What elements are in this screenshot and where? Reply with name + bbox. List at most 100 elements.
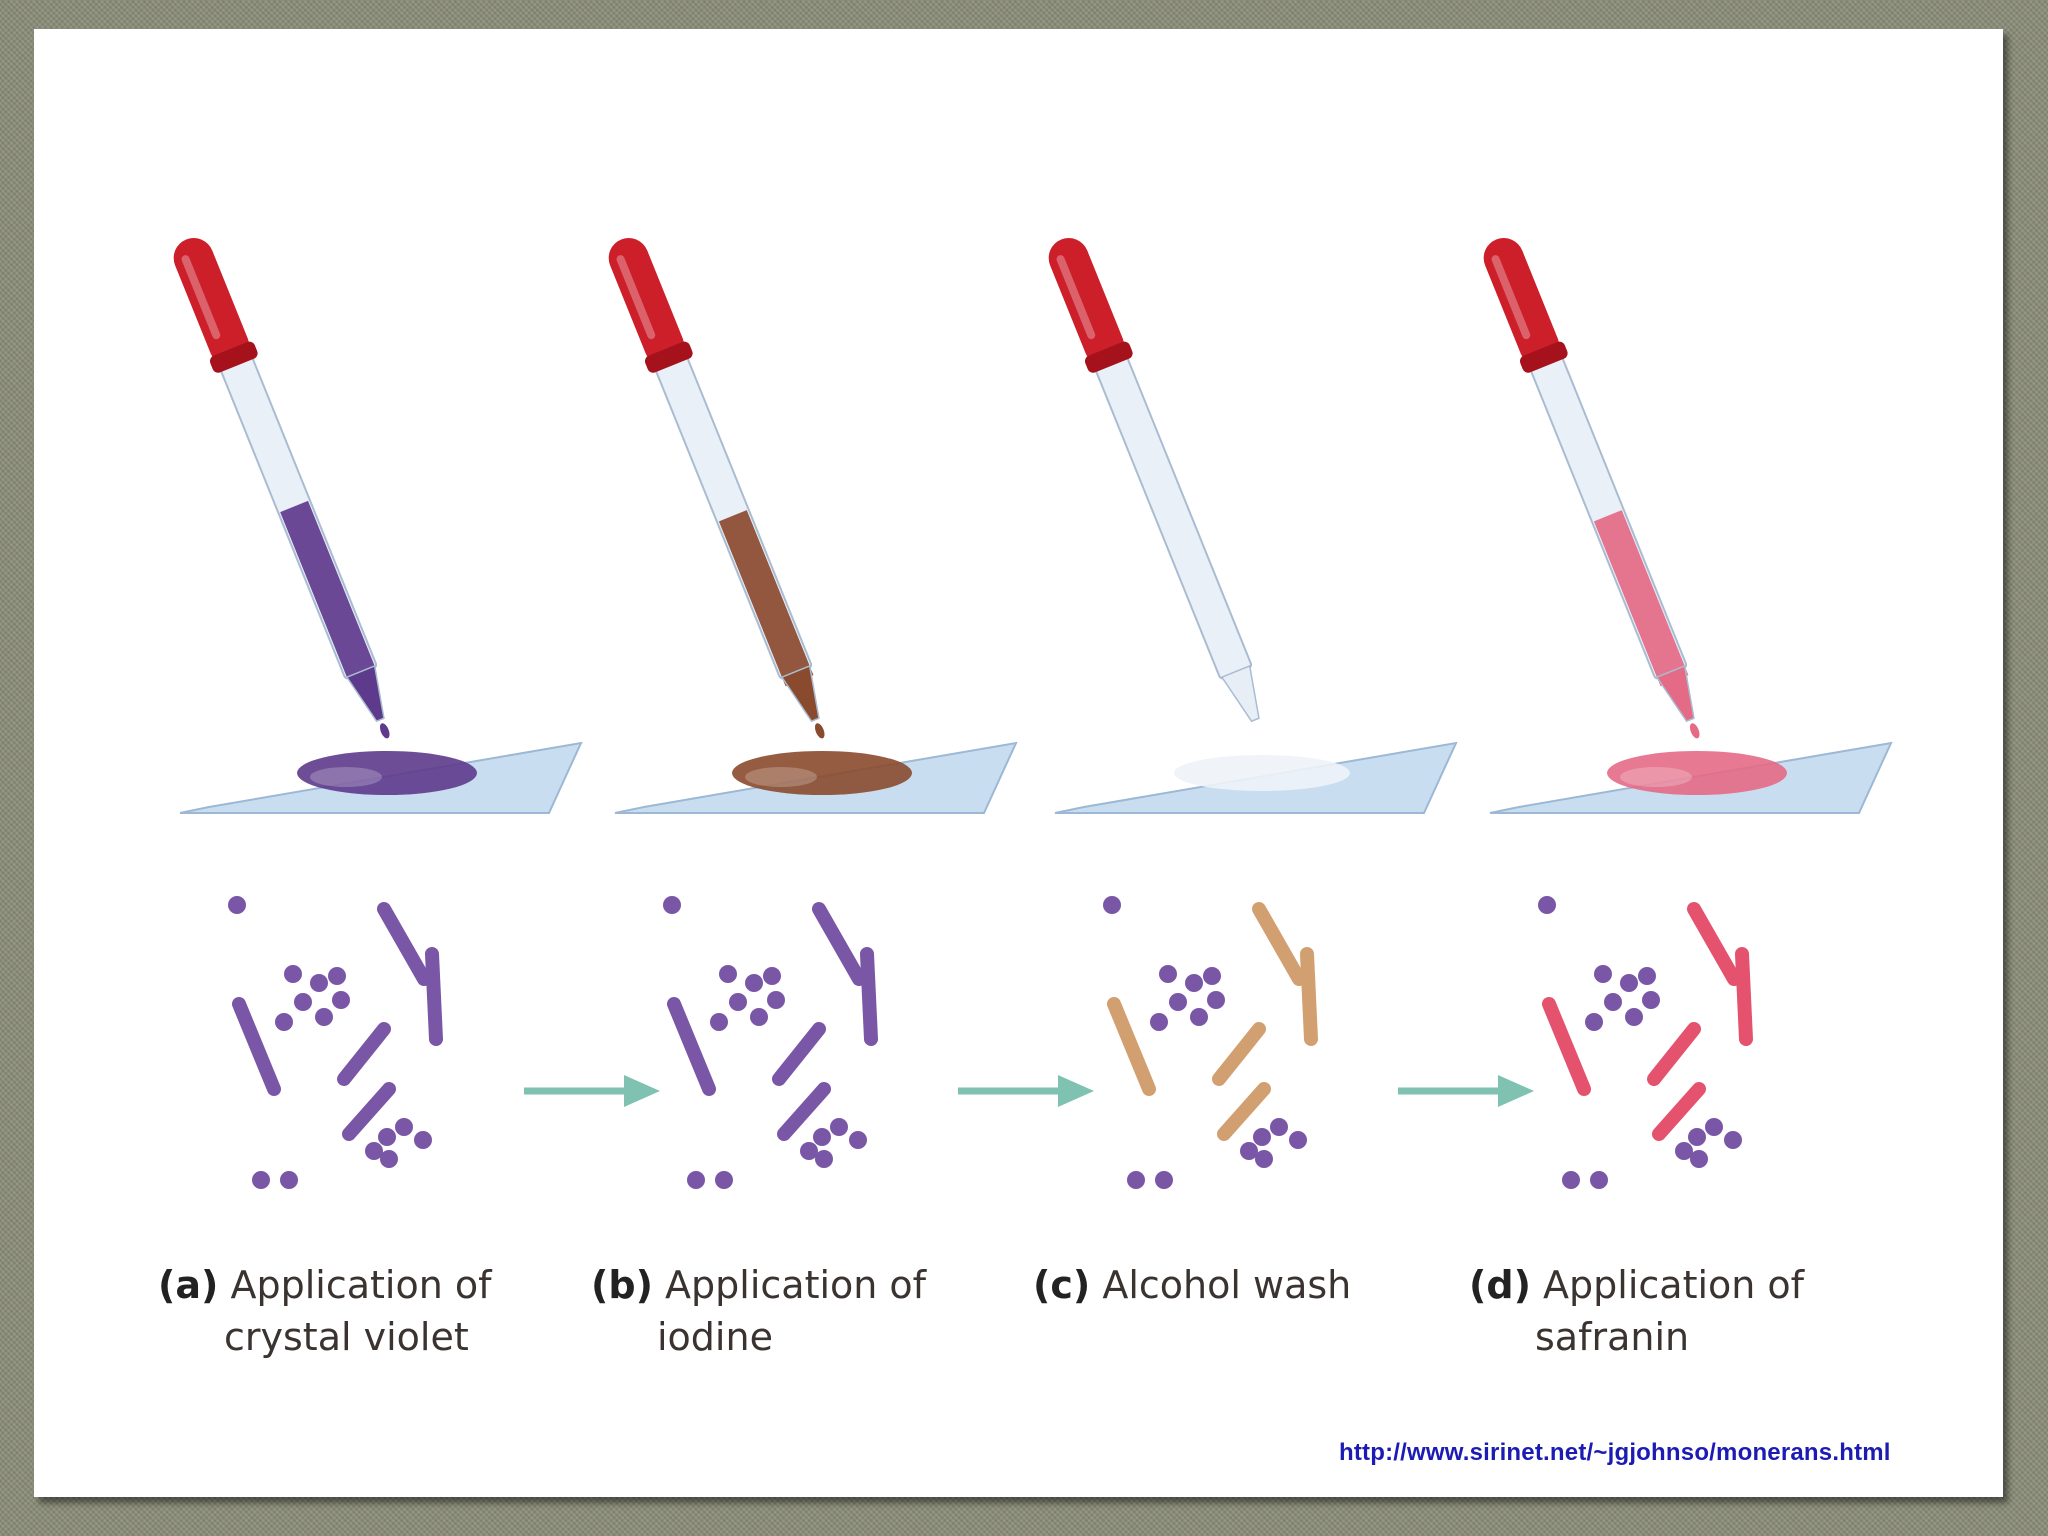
caption-step-c: (c) Alcohol wash [1033,1259,1413,1311]
coccus-bacterium [284,965,302,983]
dropper [1483,237,1700,739]
rod-bacterium [1212,1022,1266,1086]
coccus-bacterium [280,1171,298,1189]
coccus-bacterium [1103,896,1121,914]
stain-highlight [1620,767,1692,787]
bulb-highlight [616,255,656,340]
stain-highlight [745,767,817,787]
stain-drop [1689,723,1700,739]
coccus-bacterium [294,993,312,1011]
bulb-highlight [1056,255,1096,340]
rod-bacterium [1652,1082,1706,1141]
rod-bacterium [425,947,443,1046]
rod-bacterium [1542,997,1591,1096]
dropper-bulb-collar [209,341,258,373]
coccus-bacterium [1625,1008,1643,1026]
coccus-bacterium [1604,993,1622,1011]
coccus-bacterium [710,1013,728,1031]
dropper-bulb [1048,237,1125,367]
rod-bacterium [1107,997,1156,1096]
dropper [608,237,825,739]
coccus-bacterium [830,1118,848,1136]
coccus-bacterium [1705,1118,1723,1136]
caption-letter: (a) [158,1263,219,1307]
dropper-bulb [173,237,250,367]
caption-step-d: (d) Application of safranin [1469,1259,1849,1363]
coccus-bacterium [1190,1008,1208,1026]
coccus-bacterium [1253,1128,1271,1146]
caption-text: Application of [1543,1263,1805,1307]
coccus-bacterium [1289,1131,1307,1149]
dropper-bulb [1483,237,1560,367]
source-link[interactable]: http://www.sirinet.net/~jgjohnso/moneran… [1339,1439,1891,1466]
wash-puddle [1174,755,1350,791]
coccus-bacterium [849,1131,867,1149]
gram-stain-illustration [173,237,1893,1189]
dropper-bulb-collar [1084,341,1133,373]
caption-text-line2: crystal violet [224,1315,469,1359]
coccus-bacterium [332,991,350,1009]
rod-bacterium [1217,1082,1271,1141]
rod-bacterium [777,1082,831,1141]
coccus-bacterium [1270,1118,1288,1136]
dropper [1048,237,1260,723]
dropper-bulb [608,237,685,367]
coccus-bacterium [328,967,346,985]
stain-drop [379,723,390,739]
stain-puddle [732,751,912,795]
coccus-bacterium [1155,1171,1173,1189]
coccus-bacterium [729,993,747,1011]
coccus-bacterium [1724,1131,1742,1149]
rod-bacterium [1300,947,1318,1046]
step-arrow [1398,1075,1534,1107]
coccus-bacterium [1594,965,1612,983]
stain-puddle [1607,751,1787,795]
coccus-bacterium [252,1171,270,1189]
caption-text: Alcohol wash [1102,1263,1352,1307]
rod-bacterium [337,1022,391,1086]
bulb-highlight [1491,255,1531,340]
caption-text: Application of [665,1263,927,1307]
coccus-bacterium [687,1171,705,1189]
bulb-highlight [181,255,221,340]
coccus-bacterium [767,991,785,1009]
coccus-bacterium [275,1013,293,1031]
caption-text: Application of [230,1263,492,1307]
dropper-tip [1655,664,1695,723]
stain-drop [814,723,825,739]
coccus-bacterium [663,896,681,914]
coccus-bacterium [719,965,737,983]
dropper [173,237,390,739]
coccus-bacterium [1203,967,1221,985]
rod-bacterium [1687,902,1741,986]
rod-bacterium [1647,1022,1701,1086]
coccus-bacterium [365,1142,383,1160]
coccus-bacterium [1169,993,1187,1011]
coccus-bacterium [750,1008,768,1026]
coccus-bacterium [1255,1150,1273,1168]
coccus-bacterium [1127,1171,1145,1189]
stain-highlight [310,767,382,787]
rod-bacterium [342,1082,396,1141]
rod-bacterium [232,997,281,1096]
dropper-liquid [280,500,375,678]
coccus-bacterium [414,1131,432,1149]
caption-text-line2: iodine [657,1315,773,1359]
caption-letter: (c) [1033,1263,1091,1307]
arrow-head [1058,1075,1094,1107]
coccus-bacterium [1240,1142,1258,1160]
coccus-bacterium [380,1150,398,1168]
stain-puddle [297,751,477,795]
dropper-tip [780,664,820,723]
dropper-barrel [1093,351,1253,680]
step-d [1483,237,1893,1189]
coccus-bacterium [815,1150,833,1168]
coccus-bacterium [1585,1013,1603,1031]
caption-letter: (b) [591,1263,653,1307]
coccus-bacterium [395,1118,413,1136]
coccus-bacterium [763,967,781,985]
coccus-bacterium [715,1171,733,1189]
step-arrow [524,1075,660,1107]
arrow-head [624,1075,660,1107]
arrow-head [1498,1075,1534,1107]
